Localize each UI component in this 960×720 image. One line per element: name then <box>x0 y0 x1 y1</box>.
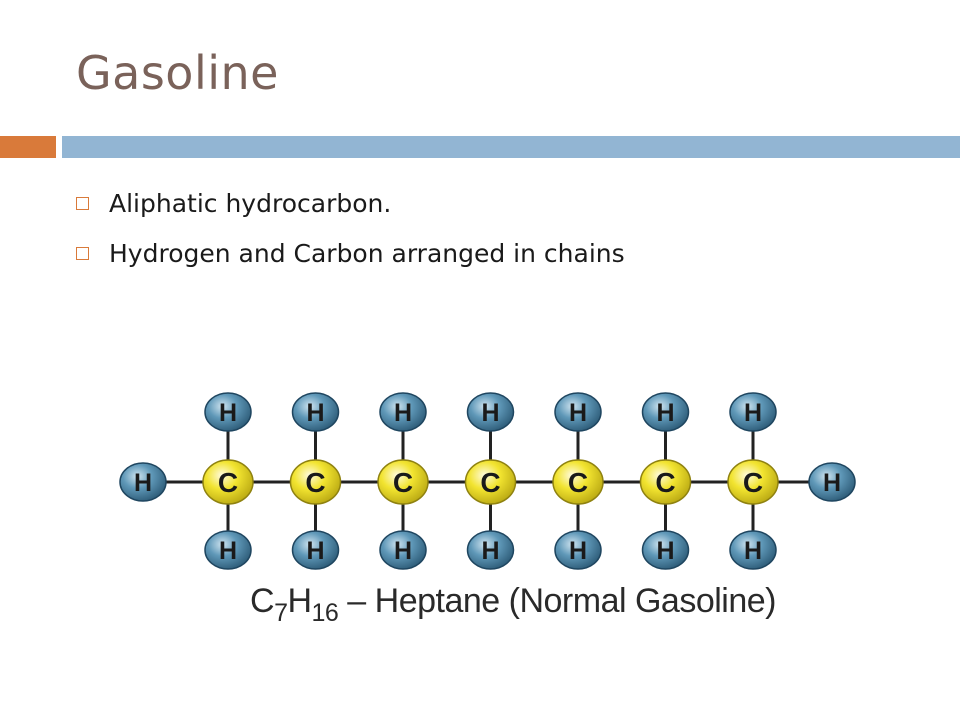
hydrogen-label: H <box>134 469 152 497</box>
carbon-atom: C <box>552 459 604 505</box>
carbon-atom: C <box>639 459 692 505</box>
slide-title: Gasoline <box>76 46 279 100</box>
hydrogen-label: H <box>656 537 674 565</box>
bullet-text: Aliphatic hydrocarbon. <box>109 188 392 218</box>
atom-group: H H H H C H H C H H C H H C H H C H H C H H C <box>119 392 856 570</box>
hydrogen-atom: H <box>729 392 777 432</box>
carbon-atom: C <box>377 459 429 505</box>
hydrogen-atom: H <box>466 392 515 432</box>
hydrogen-atom: H <box>119 462 167 502</box>
heptane-molecule-diagram: H H H H C H H C H H C H H C H H C H H C H H C <box>119 392 856 570</box>
hydrogen-atom: H <box>554 530 602 570</box>
hydrogen-atom: H <box>641 530 690 570</box>
hydrogen-label: H <box>394 399 412 427</box>
hydrogen-label: H <box>744 537 762 565</box>
hydrogen-label: H <box>823 469 841 497</box>
hydrogen-atom: H <box>204 392 252 432</box>
square-bullet-icon <box>76 246 89 260</box>
hydrogen-label: H <box>481 537 499 565</box>
carbon-label: C <box>305 467 325 498</box>
hydrogen-atom: H <box>204 530 252 570</box>
molecular-formula-caption: C7H16 – Heptane (Normal Gasoline) <box>250 582 776 626</box>
hydrogen-atom: H <box>466 530 515 570</box>
hydrogen-atom: H <box>729 530 777 570</box>
hydrogen-atom: H <box>379 392 427 432</box>
carbon-label: C <box>568 467 588 498</box>
hydrogen-label: H <box>656 399 674 427</box>
hydrogen-label: H <box>306 399 324 427</box>
bullet-text: Hydrogen and Carbon arranged in chains <box>109 238 625 268</box>
formula-carbon-symbol: C <box>250 582 275 620</box>
carbon-label: C <box>218 467 238 498</box>
square-bullet-icon <box>76 196 89 210</box>
formula-compound-name: – Heptane (Normal Gasoline) <box>338 582 776 620</box>
hydrogen-label: H <box>569 399 587 427</box>
hydrogen-atom: H <box>554 392 602 432</box>
hydrogen-label: H <box>219 399 237 427</box>
bullet-item: Aliphatic hydrocarbon. <box>76 178 625 228</box>
carbon-atom: C <box>289 459 342 505</box>
carbon-atom: C <box>202 459 254 505</box>
carbon-atom: C <box>727 459 779 505</box>
hydrogen-label: H <box>481 399 499 427</box>
hydrogen-label: H <box>569 537 587 565</box>
hydrogen-label: H <box>219 537 237 565</box>
carbon-label: C <box>480 467 500 498</box>
carbon-label: C <box>655 467 675 498</box>
hydrogen-label: H <box>394 537 412 565</box>
hydrogen-atom: H <box>379 530 427 570</box>
hydrogen-label: H <box>306 537 324 565</box>
bullet-list: Aliphatic hydrocarbon. Hydrogen and Carb… <box>76 178 625 278</box>
hydrogen-label: H <box>744 399 762 427</box>
carbon-label: C <box>743 467 763 498</box>
hydrogen-atom: H <box>291 392 340 432</box>
accent-bar-blue <box>62 136 960 158</box>
hydrogen-atom: H <box>808 462 856 502</box>
formula-hydrogen-symbol: H <box>287 582 312 620</box>
hydrogen-atom: H <box>641 392 690 432</box>
formula-hydrogen-count: 16 <box>311 599 339 627</box>
carbon-atom: C <box>464 459 517 505</box>
accent-bar-orange <box>0 136 56 158</box>
carbon-label: C <box>393 467 413 498</box>
formula-carbon-count: 7 <box>274 599 288 627</box>
bullet-item: Hydrogen and Carbon arranged in chains <box>76 228 625 278</box>
hydrogen-atom: H <box>291 530 340 570</box>
